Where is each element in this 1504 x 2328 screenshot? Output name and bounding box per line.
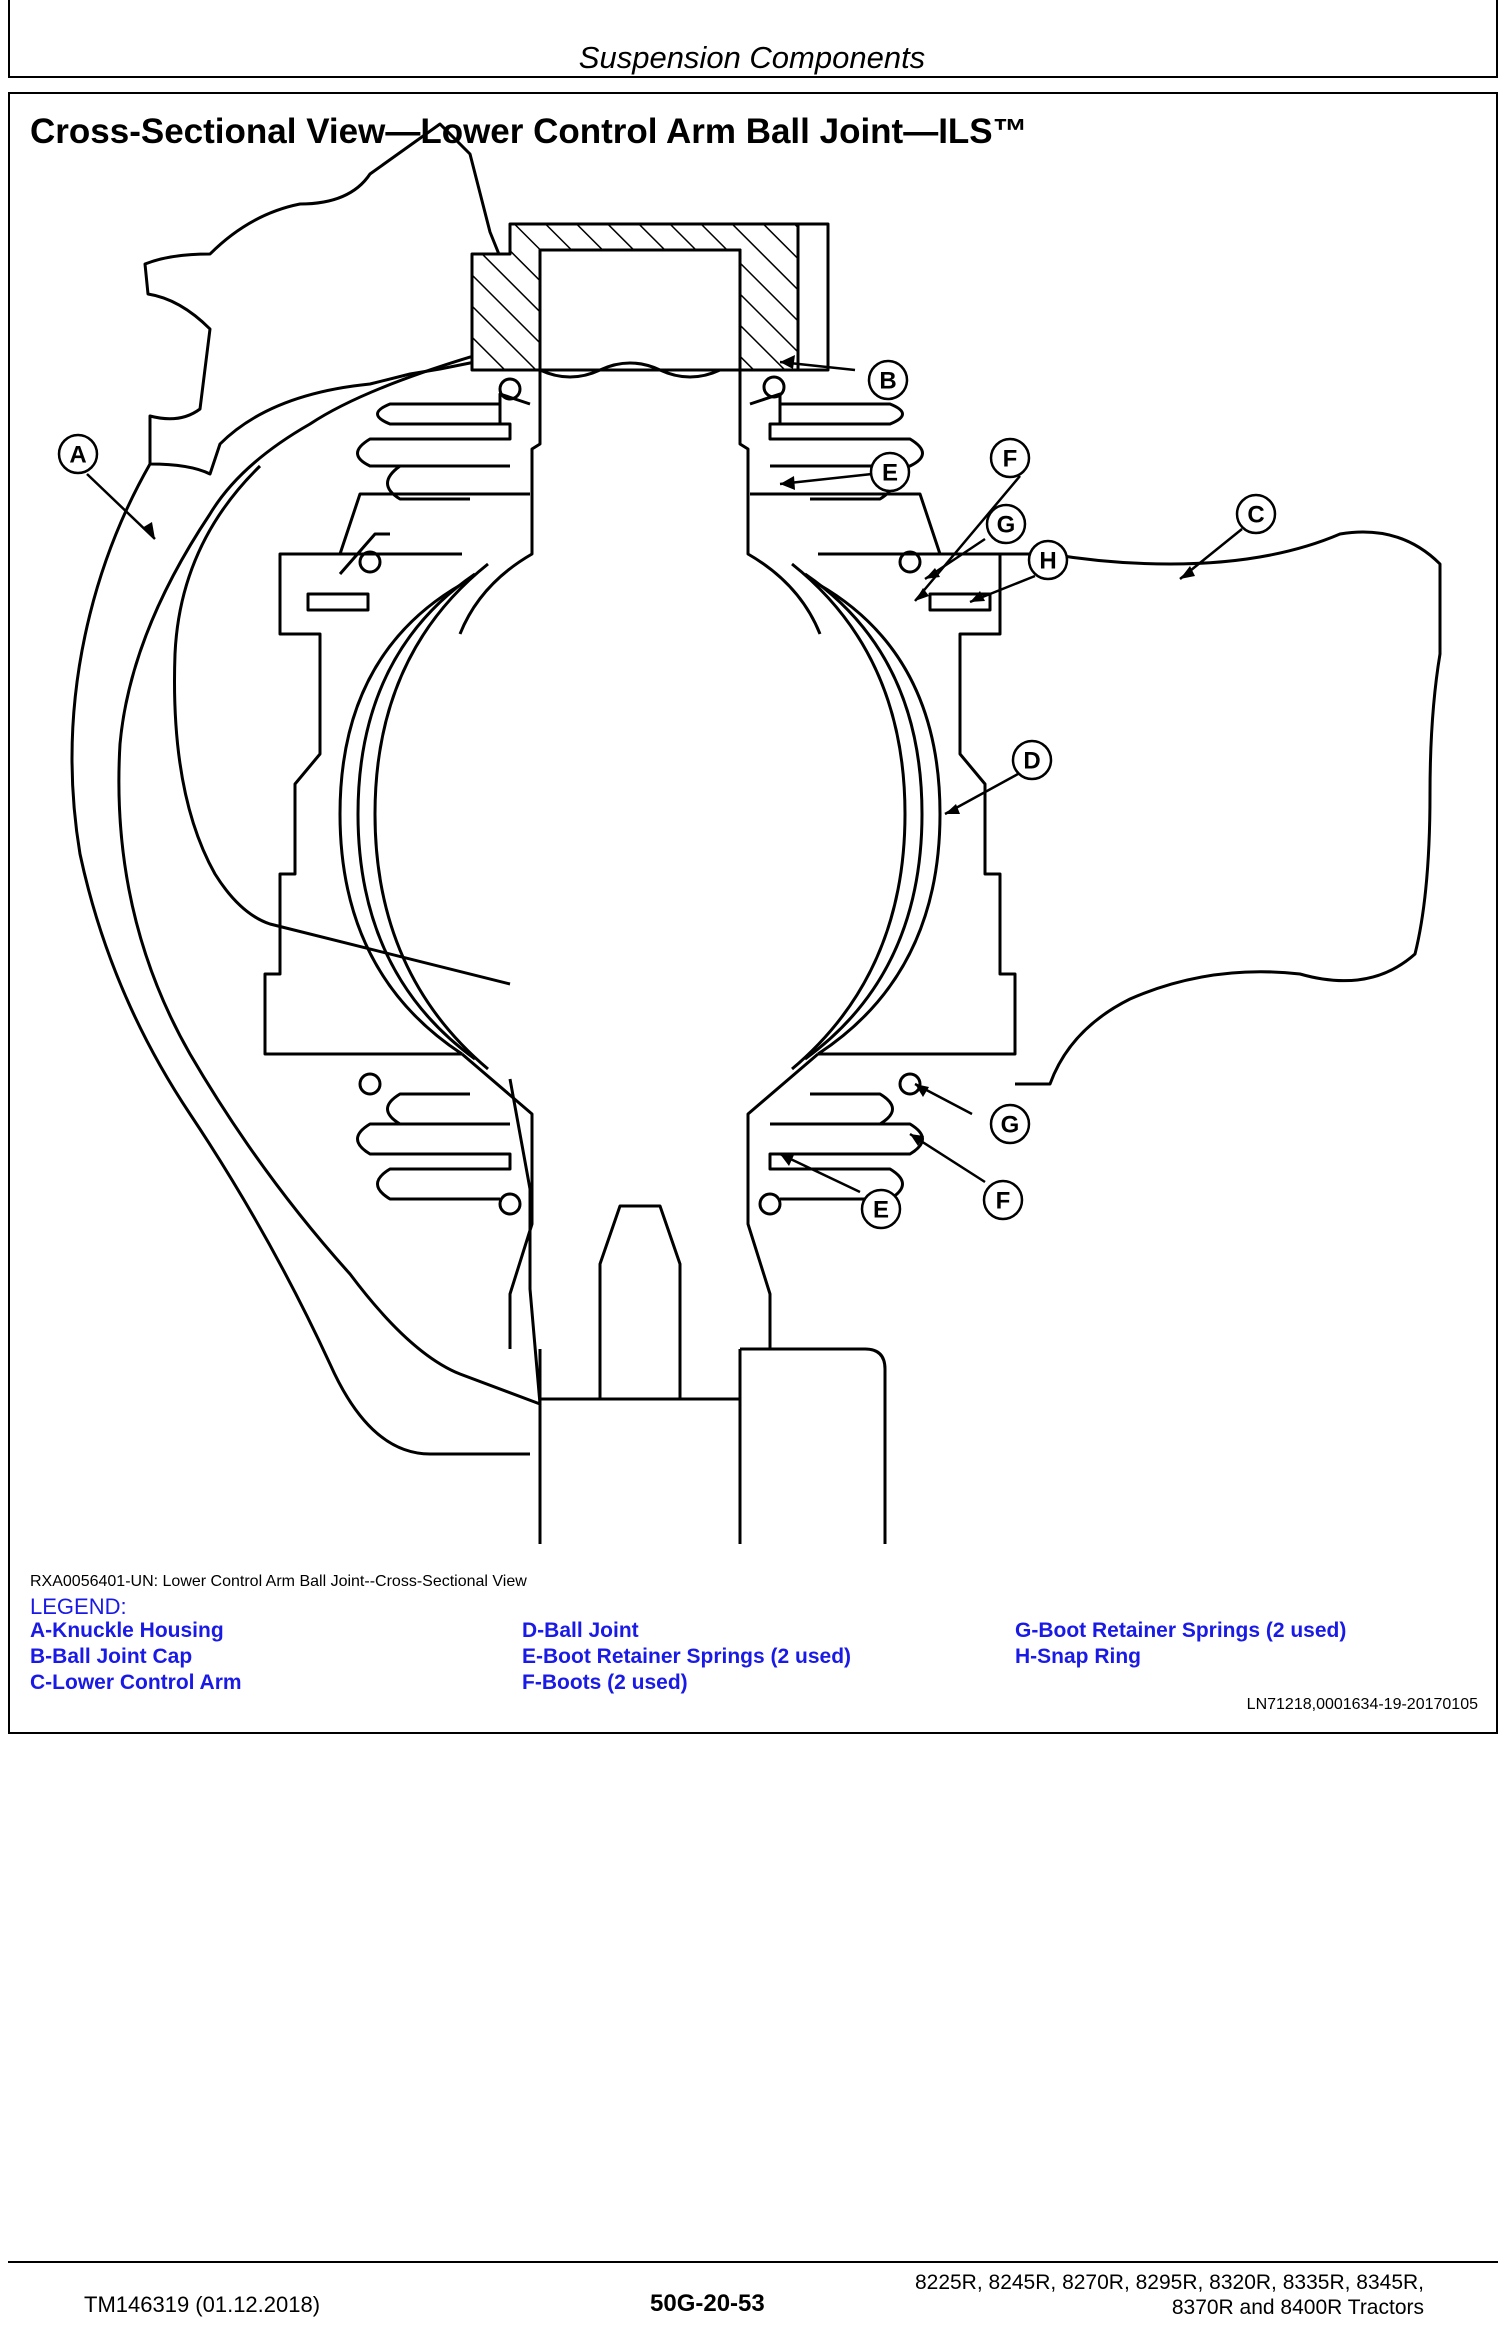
legend-item: B-Ball Joint Cap <box>30 1645 193 1668</box>
section-header: Suspension Components <box>578 40 926 75</box>
footer-models-line2: 8370R and 8400R Tractors <box>1171 2296 1424 2319</box>
knuckle-housing-body <box>117 264 542 1406</box>
legend-item: D-Ball Joint <box>522 1619 639 1642</box>
footer-rule <box>8 2261 1498 2263</box>
boot-lower-right <box>768 1092 924 1201</box>
ball-joint-upper-body <box>458 370 822 635</box>
callout-A: A <box>69 442 86 469</box>
knuckle-housing-outline <box>143 122 517 476</box>
top-frame <box>8 0 1498 78</box>
callout-G-lower: G <box>1001 1112 1020 1139</box>
callout-E-lower: E <box>873 1197 889 1224</box>
figure-title: Cross-Sectional View—Lower Control Arm B… <box>30 112 1028 151</box>
callout-D: D <box>1023 748 1040 775</box>
callout-F-lower: F <box>996 1188 1011 1215</box>
legend-item: G-Boot Retainer Springs (2 used) <box>1015 1619 1347 1642</box>
figure-panel: Cross-Sectional View—Lower Control Arm B… <box>8 92 1498 1734</box>
ball-joint-ball <box>338 582 942 1056</box>
snap-ring <box>928 592 992 612</box>
callout-E-upper: E <box>882 460 898 487</box>
legend-item: H-Snap Ring <box>1015 1645 1141 1668</box>
footer-models: 8225R, 8245R, 8270R, 8295R, 8320R, 8335R… <box>915 2270 1424 2320</box>
lower-control-arm <box>1000 530 1442 1086</box>
footer-manual-id: TM146319 (01.12.2018) <box>84 2292 321 2317</box>
boot-upper-left <box>356 392 531 501</box>
callout-G-upper: G <box>997 512 1016 539</box>
footer-page-number: 50G-20-53 <box>650 2290 765 2317</box>
legend-title: LEGEND: <box>30 1594 127 1619</box>
callout-F-upper: F <box>1003 446 1018 473</box>
figure-caption: RXA0056401-UN: Lower Control Arm Ball Jo… <box>30 1573 527 1590</box>
document-reference: LN71218,0001634-19-20170105 <box>1246 1696 1478 1713</box>
legend-item: C-Lower Control Arm <box>30 1671 242 1694</box>
callout-B: B <box>879 368 896 395</box>
footer-models-line1: 8225R, 8245R, 8270R, 8295R, 8320R, 8335R… <box>914 2271 1424 2294</box>
callout-H: H <box>1039 548 1056 575</box>
legend-item: F-Boots (2 used) <box>522 1671 688 1694</box>
legend-item: E-Boot Retainer Springs (2 used) <box>522 1645 852 1668</box>
legend-item: A-Knuckle Housing <box>30 1619 224 1642</box>
boot-lower-left <box>356 1092 512 1201</box>
ball-joint-cross-section-diagram: B A C F E G H D G F E <box>57 122 1442 1544</box>
ball-joint-stud-lower <box>461 1052 819 1349</box>
callout-C: C <box>1247 502 1264 529</box>
